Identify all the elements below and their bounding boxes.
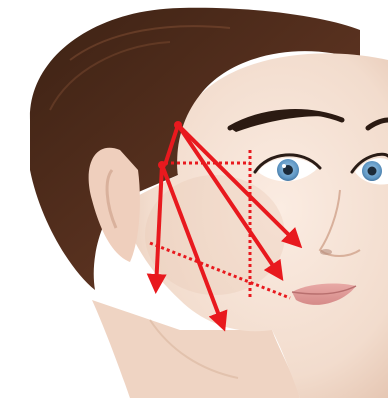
anchor-point [174,121,182,129]
anchor-point [158,161,166,169]
